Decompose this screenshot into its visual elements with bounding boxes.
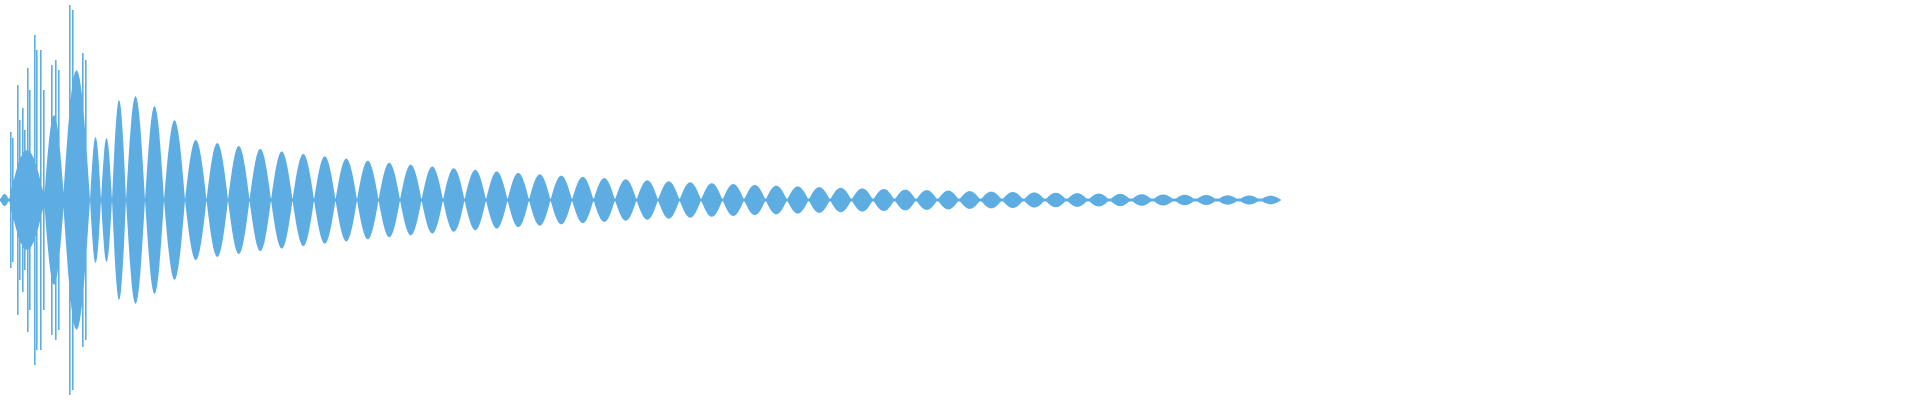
- waveform-lobe: [1152, 194, 1174, 206]
- waveform-lobe: [44, 115, 64, 285]
- waveform-lobe: [145, 106, 164, 294]
- waveform-lobe: [271, 151, 293, 249]
- waveform-lobe: [916, 190, 938, 210]
- waveform-lobe: [765, 185, 787, 215]
- waveform-lobe: [937, 190, 959, 210]
- waveform-lobe: [1088, 193, 1110, 207]
- waveform-lobe: [1195, 195, 1217, 205]
- waveform-lobe: [550, 175, 572, 225]
- waveform-lobe: [464, 169, 486, 231]
- waveform-lobe: [808, 187, 830, 213]
- waveform-lobe: [701, 183, 723, 217]
- waveform-lobe: [421, 166, 443, 234]
- waveform-lobe: [658, 181, 680, 219]
- waveform-lobe: [314, 156, 336, 244]
- waveform-lobe: [894, 189, 916, 211]
- waveform-lobe: [1131, 194, 1153, 206]
- waveform-lobe: [357, 160, 379, 240]
- waveform-lobe: [679, 182, 701, 218]
- waveform-lobe: [185, 139, 207, 261]
- waveform-lobe: [636, 180, 658, 220]
- waveform-lobe: [400, 164, 422, 236]
- waveform-lobe: [1045, 192, 1067, 208]
- waveform-lobe: [787, 186, 809, 214]
- waveform-lobe: [90, 137, 101, 263]
- waveform-lobe: [959, 191, 981, 209]
- waveform-lobe: [873, 189, 895, 211]
- waveform-lobe: [1260, 195, 1282, 205]
- waveform-lobe: [101, 138, 112, 262]
- waveform-lobe: [164, 120, 185, 280]
- waveform-lobe: [486, 171, 508, 229]
- waveform-lobe: [529, 174, 551, 226]
- waveform-lobe: [63, 70, 90, 330]
- waveform-lobe: [744, 184, 766, 216]
- waveform-lobe: [378, 162, 400, 238]
- waveform-lobe: [443, 168, 465, 232]
- waveform-lobe: [1109, 193, 1131, 207]
- waveform-lobe: [722, 184, 744, 216]
- waveform-lobe: [112, 100, 126, 300]
- waveform-lobe: [980, 191, 1002, 209]
- waveform-lobe: [1238, 195, 1260, 205]
- waveform-lobe: [1023, 192, 1045, 208]
- waveform-lobe: [593, 178, 615, 222]
- waveform-lobe: [572, 176, 594, 224]
- waveform-lobe: [249, 148, 271, 252]
- waveform-lobe: [1174, 194, 1196, 206]
- waveform-lobe: [228, 145, 250, 255]
- waveform-lobe: [507, 172, 529, 228]
- waveform-lobe: [1002, 192, 1024, 208]
- waveform-lobe: [0, 194, 9, 206]
- waveform-lobe: [9, 150, 45, 250]
- waveform-lobe: [206, 142, 228, 258]
- waveform-lobe: [126, 96, 145, 304]
- waveform-lobe: [1217, 195, 1239, 205]
- waveform-lobe: [851, 188, 873, 212]
- waveform-lobe: [830, 187, 852, 213]
- waveform-lobe: [615, 179, 637, 221]
- waveform-lobe: [292, 153, 314, 247]
- waveform-lobe: [1066, 193, 1088, 207]
- waveform-lobe: [335, 158, 357, 242]
